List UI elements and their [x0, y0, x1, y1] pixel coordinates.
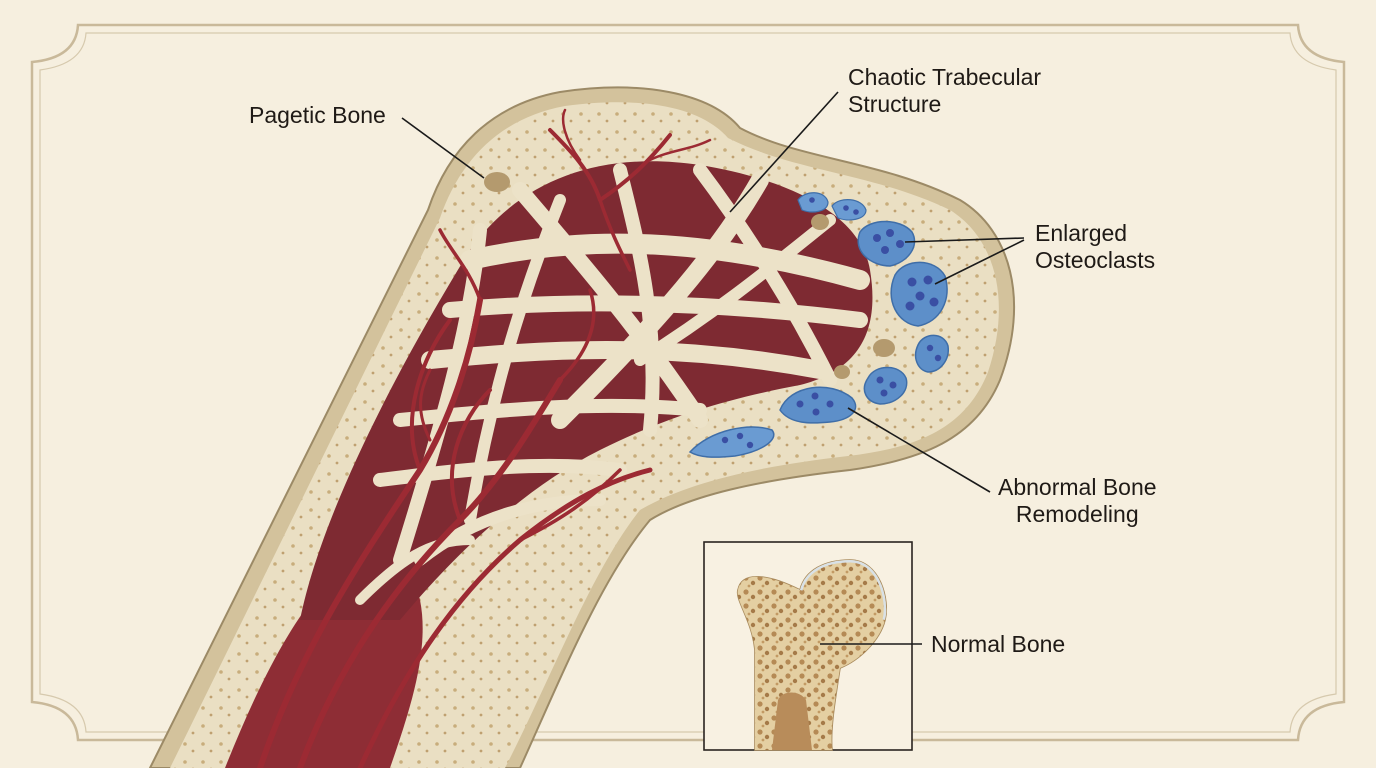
- pagetic-bone: [148, 86, 1016, 768]
- label-trabecular-line-2: Structure: [848, 91, 942, 117]
- blood-vessels: [257, 108, 712, 768]
- osteoclast-cell-icon: [797, 192, 829, 213]
- osteoclast-cell-icon: [831, 199, 867, 221]
- leader-remodeling: [847, 407, 991, 493]
- label-remodeling-line-1: Abnormal Bone: [998, 474, 1157, 500]
- osteoclast-cell-icon: [890, 261, 948, 327]
- osteoclasts: [688, 192, 949, 458]
- leader-lines: [401, 91, 1025, 645]
- label-abnormal-bone-remodeling: Abnormal Bone Remodeling: [998, 474, 1157, 528]
- osteoclast-cell-icon: [779, 386, 857, 424]
- leader-osteoclasts-1: [904, 237, 1025, 243]
- resorption-pits: [484, 172, 895, 379]
- trabeculae: [355, 163, 870, 605]
- leader-trabecular: [729, 91, 839, 213]
- label-chaotic-trabecular-structure: Chaotic Trabecular Structure: [848, 64, 1041, 118]
- normal-marrow-canal: [772, 692, 812, 750]
- label-normal-bone: Normal Bone: [931, 631, 1066, 657]
- osteoclast-cell-icon: [688, 426, 775, 458]
- osteoclast-cell-icon: [857, 220, 916, 267]
- label-pagetic-bone: Pagetic Bone: [249, 102, 386, 128]
- ornamental-frame-inner: [39, 32, 1337, 733]
- label-osteoclasts-line-1: Enlarged: [1035, 220, 1128, 246]
- label-osteoclasts-line-2: Osteoclasts: [1035, 247, 1156, 273]
- label-trabecular-line-1: Chaotic Trabecular: [848, 64, 1042, 90]
- osteoclast-cell-icon: [914, 334, 949, 373]
- osteoclast-cell-icon: [863, 366, 908, 405]
- label-enlarged-osteoclasts: Enlarged Osteoclasts: [1035, 220, 1155, 274]
- leader-osteoclasts-2: [934, 239, 1025, 285]
- ornamental-frame: [30, 23, 1346, 742]
- label-remodeling-line-2: Remodeling: [1015, 501, 1139, 527]
- leader-pagetic-bone: [401, 117, 485, 179]
- normal-bone-inset: [703, 541, 913, 751]
